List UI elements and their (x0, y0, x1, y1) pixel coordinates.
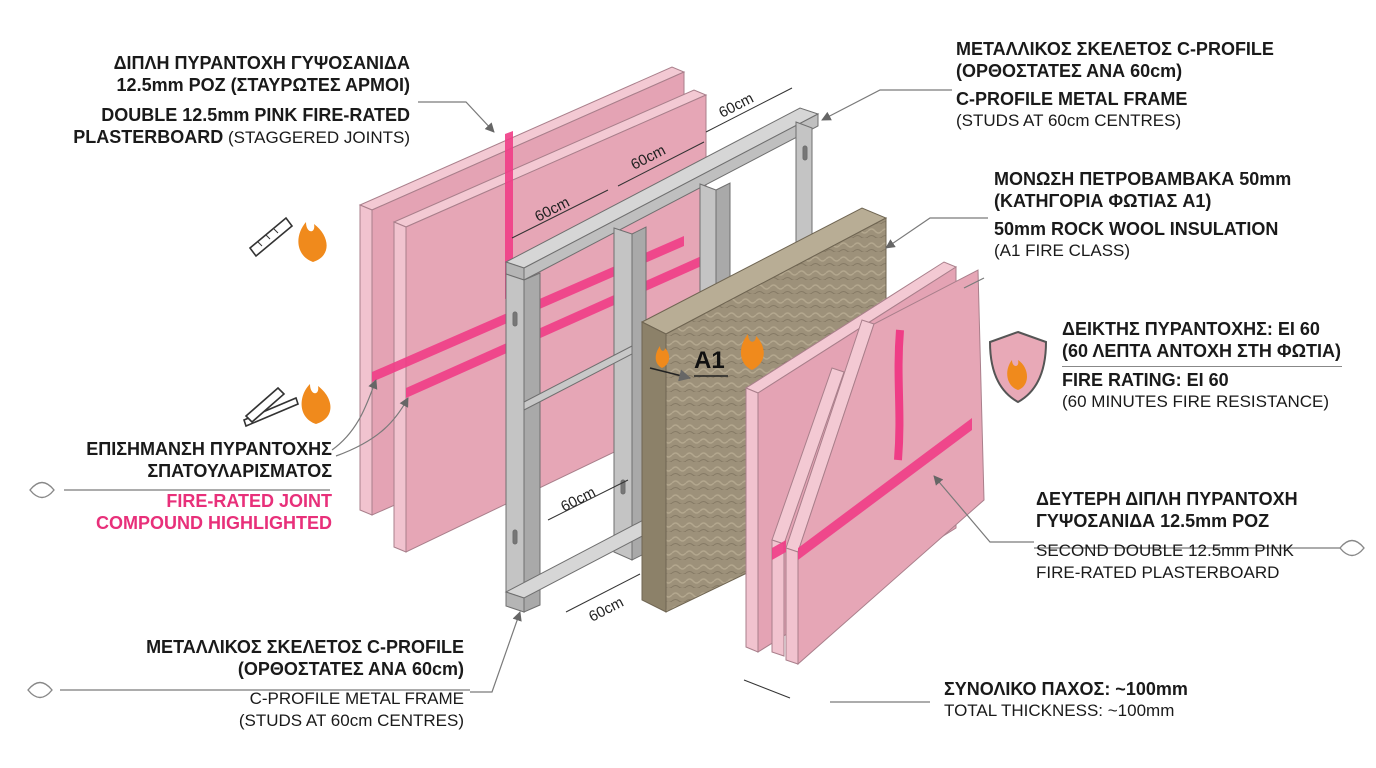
top-right-greek-2: (ΟΡΘΟΣΤΑΤΕΣ ΑΝΑ 60cm) (956, 61, 1183, 81)
joint-english-2: COMPOUND HIGHLIGHTED (96, 513, 332, 533)
fire-rating-english-2: (60 MINUTES FIRE RESISTANCE) (1062, 392, 1329, 411)
flame-icon (655, 346, 670, 368)
top-right-english-2: (STUDS AT 60cm CENTRES) (956, 111, 1182, 130)
insulation-greek-1: ΜΟΝΩΣΗ ΠΕΤΡΟΒΑΜΒΑΚΑ 50mm (994, 169, 1292, 189)
bottom-left-greek-1: ΜΕΤΑΛΛΙΚΟΣ ΣΚΕΛΕΤΟΣ C-PROFILE (146, 637, 464, 657)
label-fire-rating: ΔΕΙΚΤΗΣ ΠΥΡΑΝΤΟΧΗΣ: EI 60 (60 ΛΕΠΤΑ ΑΝΤΟ… (1062, 318, 1362, 413)
leader-lines (60, 89, 1340, 703)
joint-tape-vertical (894, 329, 904, 461)
insulation-greek-2: (ΚΑΤΗΓΟΡΙΑ ΦΩΤΙΑΣ A1) (994, 191, 1212, 211)
label-top-left: ΔΙΠΛΗ ΠΥΡΑΝΤΟΧΗ ΓΥΨΟΣΑΝΙΔΑ 12.5mm ΡΟΖ (Σ… (60, 52, 410, 149)
bottom-left-greek-2: (ΟΡΘΟΣΤΑΤΕΣ ΑΝΑ 60cm) (237, 659, 464, 679)
fire-rating-greek-2: (60 ΛΕΠΤΑ ΑΝΤΟΧΗ ΣΤΗ ΦΩΤΙΑ) (1062, 341, 1342, 361)
label-top-right: ΜΕΤΑΛΛΙΚΟΣ ΣΚΕΛΕΤΟΣ C-PROFILE (ΟΡΘΟΣΤΑΤΕ… (956, 38, 1346, 132)
label-total-thickness: ΣΥΝΟΛΙΚΟ ΠΑΧΟΣ: ~100mm TOTAL THICKNESS: … (944, 678, 1264, 722)
thickness-english: TOTAL THICKNESS: ~100mm (944, 701, 1175, 720)
top-left-greek-2: 12.5mm ΡΟΖ (ΣΤΑΥΡΩΤΕΣ ΑΡΜΟΙ) (116, 75, 410, 95)
joint-greek-1: ΕΠΙΣΗΜΑΝΣΗ ΠΥΡΑΝΤΟΧΗΣ (86, 439, 332, 459)
flame-icon (740, 334, 764, 370)
bottom-left-english-2: (STUDS AT 60cm CENTRES) (238, 711, 464, 730)
ornament-icon (27, 681, 53, 699)
ruler-icon (248, 216, 294, 258)
dimension-lines (511, 87, 793, 699)
top-right-english-1: C-PROFILE METAL FRAME (956, 89, 1188, 109)
thickness-greek: ΣΥΝΟΛΙΚΟ ΠΑΧΟΣ: ~100mm (944, 679, 1188, 699)
fire-rating-english-1: FIRE RATING: EI 60 (1062, 370, 1229, 390)
top-left-greek-1: ΔΙΠΛΗ ΠΥΡΑΝΤΟΧΗ ΓΥΨΟΣΑΝΙΔΑ (113, 53, 410, 73)
flame-icon (301, 384, 331, 424)
joint-english-1: FIRE-RATED JOINT (166, 491, 332, 511)
second-board-greek-1: ΔΕΥΤΕΡΗ ΔΙΠΛΗ ΠΥΡΑΝΤΟΧΗ (1036, 489, 1298, 509)
label-second-board: ΔΕΥΤΕΡΗ ΔΙΠΛΗ ΠΥΡΑΝΤΟΧΗ ΓΥΨΟΣΑΝΙΔΑ 12.5m… (1036, 488, 1336, 584)
bottom-left-english-1: C-PROFILE METAL FRAME (249, 689, 464, 708)
top-left-english-2-normal: (STAGGERED JOINTS) (223, 128, 410, 147)
second-board-english-1: SECOND DOUBLE 12.5mm PINK (1036, 541, 1294, 560)
shield-flame-icon (988, 330, 1048, 404)
ornament-icon (29, 481, 55, 499)
insulation-english-2: (A1 FIRE CLASS) (994, 241, 1131, 260)
flame-icon (298, 222, 327, 262)
top-left-english-2-bold: PLASTERBOARD (73, 127, 224, 147)
dim-60cm-4: 60cm (558, 484, 598, 516)
label-insulation: ΜΟΝΩΣΗ ΠΕΤΡΟΒΑΜΒΑΚΑ 50mm (ΚΑΤΗΓΟΡΙΑ ΦΩΤΙ… (994, 168, 1354, 262)
fire-rating-greek-1: ΔΕΙΚΤΗΣ ΠΥΡΑΝΤΟΧΗΣ: EI 60 (1062, 319, 1320, 339)
joint-tape-horizontal (798, 418, 972, 560)
second-board-english-2: FIRE-RATED PLASTERBOARD (1036, 563, 1280, 582)
ornament-icon (1339, 539, 1365, 557)
spatula-icon (243, 386, 299, 428)
top-left-english-1: DOUBLE 12.5mm PINK FIRE-RATED (101, 105, 410, 125)
label-joint-compound: ΕΠΙΣΗΜΑΝΣΗ ΠΥΡΑΝΤΟΧΗΣ ΣΠΑΤΟΥΛΑΡΙΣΜΑΤΟΣ F… (40, 438, 332, 534)
second-board-greek-2: ΓΥΨΟΣΑΝΙΔΑ 12.5mm ΡΟΖ (1036, 511, 1270, 531)
insulation-english-1: 50mm ROCK WOOL INSULATION (994, 219, 1279, 239)
a1-badge: A1 (694, 347, 725, 374)
top-right-greek-1: ΜΕΤΑΛΛΙΚΟΣ ΣΚΕΛΕΤΟΣ C-PROFILE (956, 39, 1274, 59)
label-bottom-left: ΜΕΤΑΛΛΙΚΟΣ ΣΚΕΛΕΤΟΣ C-PROFILE (ΟΡΘΟΣΤΑΤΕ… (80, 636, 464, 732)
joint-greek-2: ΣΠΑΤΟΥΛΑΡΙΣΜΑΤΟΣ (147, 461, 332, 481)
joint-tape-vertical (505, 131, 513, 299)
front-plasterboard (744, 261, 985, 666)
